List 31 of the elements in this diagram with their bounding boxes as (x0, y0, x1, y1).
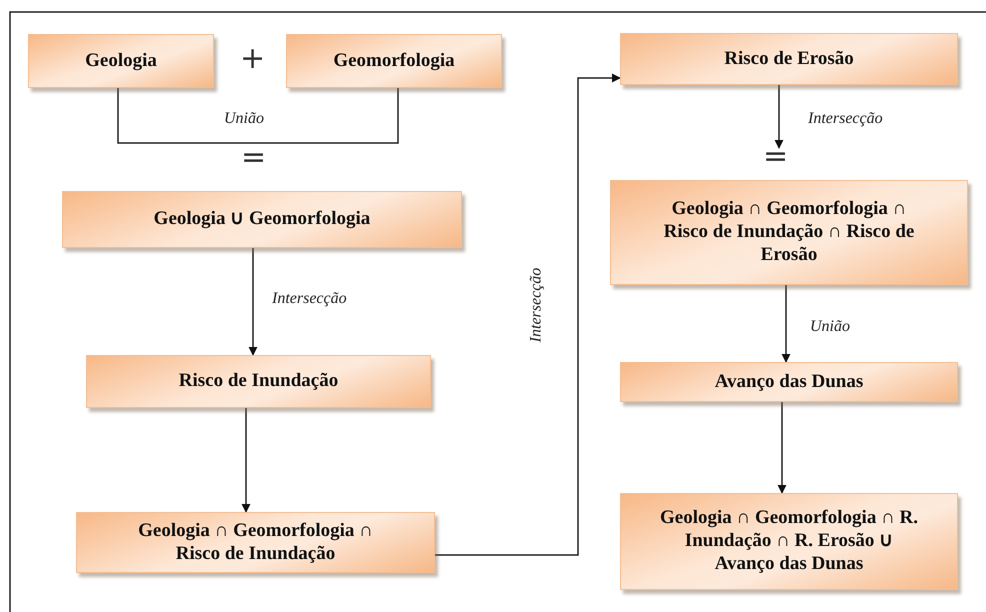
arrow (782, 285, 790, 363)
process-box (286, 34, 502, 88)
process-box (620, 362, 958, 402)
process-box (76, 512, 435, 573)
edge-label: Intersecção (270, 290, 349, 308)
box-text: Geologia ∩ Geomorfologia ∩ Risco de Inundação ∩ Risco de Erosão (662, 198, 916, 267)
edge-label: Intersecção (806, 110, 885, 128)
box-text: Geomorfologia (333, 50, 455, 72)
box-text: Avanço das Dunas (714, 370, 864, 394)
box-text: Risco de Erosão (724, 48, 854, 70)
process-box (620, 33, 958, 85)
process-box (86, 355, 431, 408)
process-box (28, 34, 214, 88)
box-text: Geologia ∪ Geomorfologia (154, 208, 370, 231)
process-box (620, 493, 958, 590)
arrow (774, 85, 784, 149)
box-text: Geologia ∩ Geomorfologia ∩ R. Inundação ∩ R. Erosão ∪ Avanço das Dunas (659, 507, 919, 576)
operator-symbol: = (241, 143, 266, 173)
arrow (778, 402, 786, 494)
box-text: Risco de Inundação (178, 370, 338, 393)
operator-symbol: + (240, 44, 266, 74)
operator-symbol: = (763, 142, 788, 172)
arrow (242, 408, 250, 513)
edge-label: Intersecção (526, 266, 545, 344)
process-box (62, 191, 462, 248)
box-text: Geologia (85, 50, 157, 72)
arrow (435, 74, 621, 556)
box-text: Geologia ∩ Geomorfologia ∩ Risco de Inundação (137, 520, 374, 566)
connector-line (117, 88, 399, 144)
arrow (248, 248, 258, 356)
process-box (610, 180, 968, 285)
